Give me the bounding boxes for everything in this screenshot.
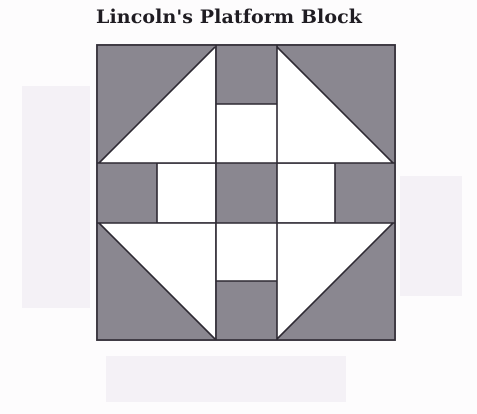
middle-right-light-square xyxy=(277,164,335,222)
middle-left-light-square xyxy=(157,164,215,222)
top-center-light-square xyxy=(216,104,277,163)
bottom-center-light-square xyxy=(216,223,277,281)
block-base xyxy=(96,44,396,341)
